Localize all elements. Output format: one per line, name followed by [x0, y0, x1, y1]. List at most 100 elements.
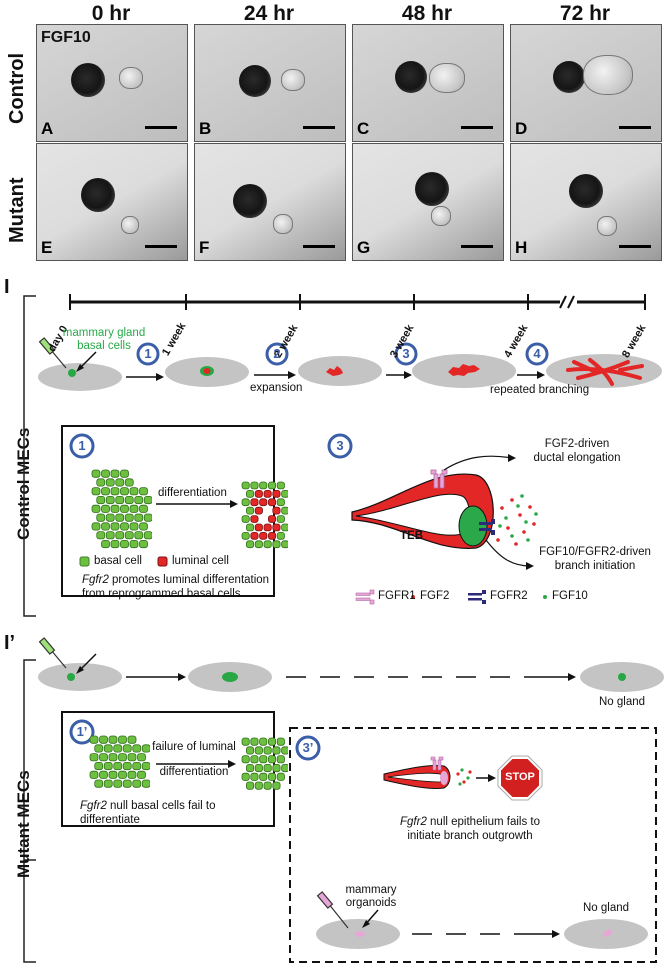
cell: [110, 522, 120, 531]
cell: [250, 515, 259, 523]
cell: [267, 498, 277, 507]
cell: [113, 761, 123, 771]
header-72hr: 72 hr: [559, 2, 611, 25]
step-number-4: 4: [533, 346, 541, 361]
header-48hr: 48 hr: [401, 2, 453, 25]
cell: [259, 532, 268, 540]
cell: [101, 540, 110, 549]
bead: [71, 63, 105, 97]
cell: [254, 746, 263, 755]
legend-basal-cell: basal cell: [94, 555, 142, 567]
cell: [259, 737, 268, 746]
cell: [89, 735, 99, 744]
cell: [143, 513, 153, 522]
cell: [122, 779, 132, 788]
cell: [110, 504, 120, 513]
scale-bar: [145, 245, 177, 248]
basal-cell-cluster: [90, 468, 153, 550]
box3p-no-gland: No gland: [582, 902, 630, 914]
cell: [263, 763, 272, 773]
box3p-number: 3’: [302, 740, 314, 755]
organoid: [281, 69, 305, 91]
cell: [115, 478, 125, 487]
cell: [94, 761, 104, 771]
cell: [118, 753, 127, 762]
cell: [101, 522, 110, 531]
cell: [134, 531, 144, 540]
cell: [99, 770, 108, 779]
bead: [239, 65, 271, 97]
cell: [250, 498, 259, 507]
box1p-caption-gene: Fgfr2: [80, 800, 107, 812]
cell: [129, 504, 139, 513]
cell: [139, 487, 148, 496]
no-gland-label: No gland: [598, 696, 646, 708]
cell: [120, 469, 129, 478]
step-number-2: 2: [273, 346, 281, 361]
cell: [272, 506, 281, 515]
panel-letter-e: E: [41, 238, 53, 257]
scale-bar: [303, 126, 335, 129]
bead: [395, 61, 427, 93]
cell: [129, 487, 139, 496]
cell: [91, 504, 101, 513]
cell: [113, 779, 123, 788]
box1p-caption-text: null basal cells fail to: [106, 800, 216, 812]
header-0hr: 0 hr: [91, 2, 131, 25]
cell: [281, 506, 290, 515]
section-label-i: I: [4, 276, 10, 298]
cell: [101, 504, 110, 513]
bead: [569, 174, 603, 208]
bead: [81, 178, 115, 212]
cell: [281, 489, 290, 498]
box3p-caption-gene: Fgfr2: [400, 816, 427, 828]
cell: [250, 772, 259, 781]
cell: [141, 779, 151, 788]
cell: [263, 781, 272, 790]
bead: [415, 172, 449, 206]
differentiated-cluster: [240, 480, 290, 550]
cell: [272, 489, 281, 498]
cell: [254, 506, 263, 515]
cell: [132, 779, 142, 788]
section-label-i-prime: I’: [4, 632, 16, 654]
cell: [272, 523, 281, 532]
cell: [267, 737, 277, 746]
cell: [246, 506, 255, 515]
cell: [250, 755, 259, 764]
cell: [127, 735, 137, 744]
cell: [259, 481, 268, 490]
panel-letter-f: F: [199, 238, 210, 257]
cell: [259, 755, 268, 764]
cell: [94, 744, 104, 753]
cell: [276, 498, 285, 507]
cell: [254, 763, 263, 773]
mutant-basal-cluster: [88, 734, 151, 790]
cell: [241, 737, 250, 746]
box1-caption-gene: Fgfr2: [82, 574, 109, 586]
cell: [276, 737, 285, 746]
cell: [124, 478, 134, 487]
cell: [267, 515, 277, 523]
cell: [246, 763, 255, 773]
box1p-number: 1’: [76, 724, 88, 739]
ligand-dots: [496, 498, 536, 546]
fgf10-label-line2: branch initiation: [554, 560, 636, 572]
cell: [139, 504, 148, 513]
injection-label: mammary gland basal cells: [62, 327, 146, 352]
cell: [259, 772, 268, 781]
box1-caption-text: promotes luminal differentation: [108, 574, 270, 586]
organoid: [429, 63, 465, 93]
panel-letter-a: A: [41, 119, 54, 138]
cell: [263, 489, 272, 498]
legend-fgf10: FGF10: [552, 590, 588, 602]
box1p-caption: Fgfr2 null basal cells fail to: [80, 800, 216, 812]
cell: [127, 753, 137, 762]
cell: [113, 744, 123, 753]
differentiation-label: differentiation: [158, 487, 227, 499]
cell: [276, 532, 285, 540]
cell: [272, 746, 281, 755]
organoid: [431, 206, 451, 226]
box3p-caption: Fgfr2 null epithelium fails to: [370, 816, 570, 828]
cell: [241, 532, 250, 540]
